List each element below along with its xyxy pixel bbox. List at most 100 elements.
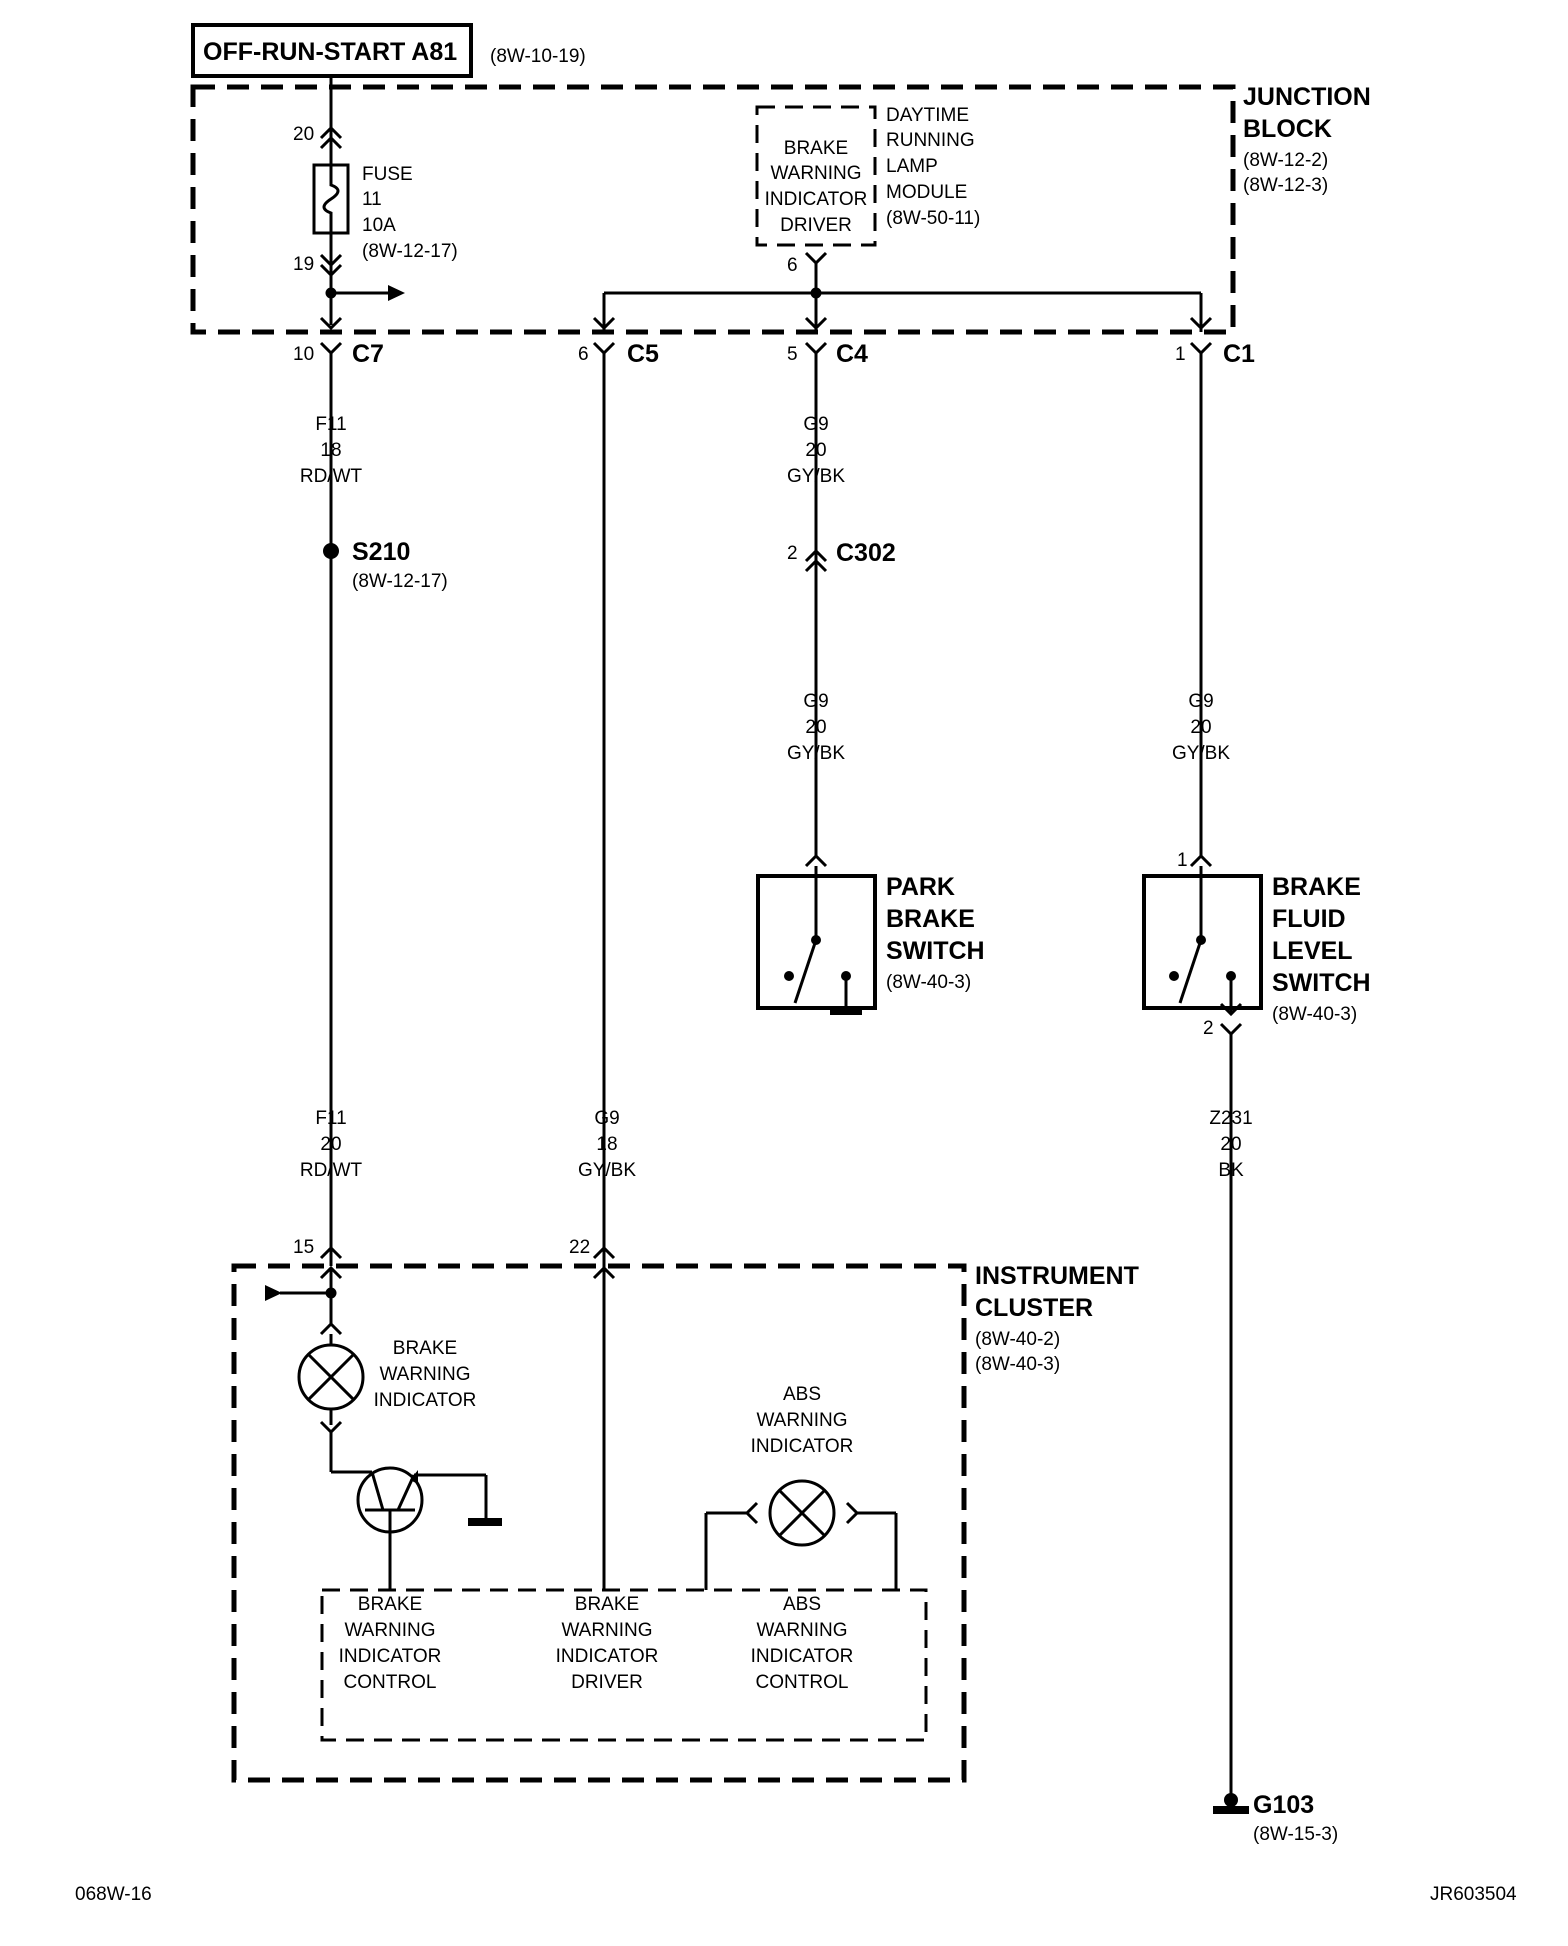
junction-block-title-2: BLOCK [1243,115,1332,143]
c302-name: C302 [836,539,896,567]
f11-lower-circuit: F11 [315,1108,346,1129]
brake-lamp-line-1: BRAKE [393,1338,457,1359]
park-brake-line-3: SWITCH [886,937,985,965]
fuse-link-icon [322,165,340,233]
circuit-label: OFF-RUN-START A81 [203,38,457,66]
connector-chevron-icon [319,253,343,278]
fuse-number: 11 [362,189,382,210]
drl-side-line-1: DAYTIME [886,105,969,126]
brake-fluid-line-4: SWITCH [1272,969,1371,997]
fuse-rating: 10A [362,215,396,236]
drl-module-box [755,105,877,247]
g9-c5-circuit: G9 [594,1108,619,1129]
f11-lower-gauge: 20 [320,1134,341,1155]
g9-c1-gauge: 20 [1190,717,1211,738]
g9-c1-color: GY/BK [1172,743,1230,764]
fuse-11: 20 19 FUSE 11 10A (8W-12-17) [293,76,458,325]
fuse-ref: (8W-12-17) [362,241,458,262]
c4-name: C4 [836,340,868,368]
cluster-ref-2: (8W-40-3) [975,1354,1060,1375]
brake-lamp-line-2: WARNING [379,1364,470,1385]
fuse-pin-top: 20 [293,124,314,145]
drl-inner-line-2: WARNING [770,163,861,184]
connector-chevron-icon [1219,1022,1243,1037]
ctrl-abs-control-1: ABS [783,1594,821,1615]
connector-chevron-icon [804,548,828,573]
g9-c4-lower-gauge: 20 [805,717,826,738]
c4-pin: 5 [787,344,798,365]
c1-pin: 1 [1175,344,1186,365]
z231-color: BK [1218,1160,1244,1181]
arrow-right-icon [265,1285,282,1301]
ctrl-brake-driver-4: DRIVER [571,1672,643,1693]
abs-lamp-line-1: ABS [783,1384,821,1405]
z231-gauge: 20 [1220,1134,1241,1155]
connector-chevron-icon [804,251,828,266]
c7-pin: 10 [293,344,314,365]
park-brake-line-2: BRAKE [886,905,975,933]
cluster-title-1: INSTRUMENT [975,1262,1139,1290]
ctrl-abs-control-2: WARNING [756,1620,847,1641]
c7-name: C7 [352,340,384,368]
splice-dot-icon [323,543,339,559]
ground-icon [830,1008,862,1015]
drl-side-line-3: LAMP [886,156,938,177]
connector-c302: 2 C302 [787,539,896,573]
circuit-header: OFF-RUN-START A81 (8W-10-19) [191,23,586,78]
g9-c4-upper-color: GY/BK [787,466,845,487]
fuse-label: FUSE [362,164,413,185]
park-brake-ref: (8W-40-3) [886,972,971,993]
ctrl-brake-driver-2: WARNING [561,1620,652,1641]
drl-inner-line-4: DRIVER [780,215,852,236]
z231-circuit: Z231 [1209,1108,1252,1129]
abs-lamp-line-2: WARNING [756,1410,847,1431]
g9-c5-color: GY/BK [578,1160,636,1181]
brake-fluid-pin-top: 1 [1177,850,1188,871]
ctrl-brake-control-1: BRAKE [358,1594,422,1615]
f11-lower-color: RD/WT [300,1160,363,1181]
ctrl-abs-control-4: CONTROL [756,1672,849,1693]
drl-module: BRAKE WARNING INDICATOR DRIVER DAYTIME R… [602,105,1203,332]
drl-side-line-5: (8W-50-11) [886,208,980,229]
ctrl-abs-control-3: INDICATOR [751,1646,854,1667]
brake-fluid-level-switch: 1 2 BRAKE FLUID LEVEL SWITCH (8W-40-3) [1142,850,1371,1039]
circuit-ref: (8W-10-19) [490,46,586,67]
park-brake-switch: PARK BRAKE SWITCH (8W-40-3) [756,853,985,1015]
cluster-pin-22: 22 [569,1237,590,1258]
cluster-pin-15: 15 [293,1237,314,1258]
g9-c4-upper-gauge: 20 [805,440,826,461]
ground-g103: G103 (8W-15-3) [1213,1791,1338,1845]
arrow-right-icon [388,285,405,301]
c5-pin: 6 [578,344,589,365]
abs-lamp-line-3: INDICATOR [751,1436,854,1457]
switch-contact-icon [1178,939,1203,1004]
ground-name: G103 [1253,1791,1314,1819]
c5-name: C5 [627,340,659,368]
f11-upper-gauge: 18 [320,440,341,461]
connector-chevron-icon [744,1501,759,1525]
ground-ref: (8W-15-3) [1253,1824,1338,1845]
brake-lamp-line-3: INDICATOR [374,1390,477,1411]
connector-chevron-icon [319,125,343,150]
ctrl-brake-control-4: CONTROL [344,1672,437,1693]
f11-upper-circuit: F11 [315,414,346,435]
splice-name: S210 [352,538,410,566]
brake-warning-lamp-icon [297,1343,365,1411]
junction-block-title-1: JUNCTION [1243,83,1371,111]
connector-chevron-icon [592,1245,616,1280]
c302-pin: 2 [787,543,798,564]
junction-block-outline [190,84,1236,335]
ctrl-brake-control-3: INDICATOR [339,1646,442,1667]
junction-block-ref-2: (8W-12-3) [1243,175,1328,196]
wire-runs [329,353,1233,1806]
g9-c4-lower-color: GY/BK [787,743,845,764]
ctrl-brake-driver-1: BRAKE [575,1594,639,1615]
cluster-title-2: CLUSTER [975,1294,1093,1322]
drl-side-line-2: RUNNING [886,130,975,151]
footer-figure-id: JR603504 [1430,1884,1517,1905]
park-brake-line-1: PARK [886,873,955,901]
drl-side-line-4: MODULE [886,182,967,203]
ground-icon [1213,1806,1249,1814]
ctrl-brake-driver-3: INDICATOR [556,1646,659,1667]
